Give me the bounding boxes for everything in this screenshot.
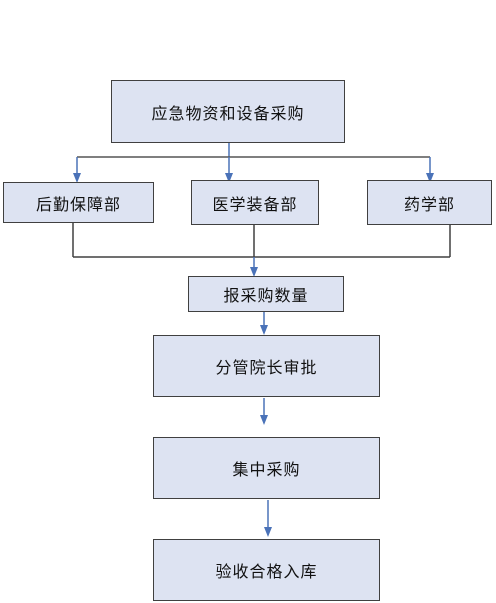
node-approval: 分管院长审批 <box>153 335 380 397</box>
node-centralized: 集中采购 <box>153 437 380 499</box>
node-logistics: 后勤保障部 <box>3 182 154 223</box>
node-procurement: 应急物资和设备采购 <box>111 80 345 143</box>
node-acceptance: 验收合格入库 <box>153 539 380 601</box>
node-pharmacy: 药学部 <box>367 180 492 225</box>
node-report-quantity: 报采购数量 <box>188 276 344 312</box>
node-medical-equipment: 医学装备部 <box>191 180 319 225</box>
